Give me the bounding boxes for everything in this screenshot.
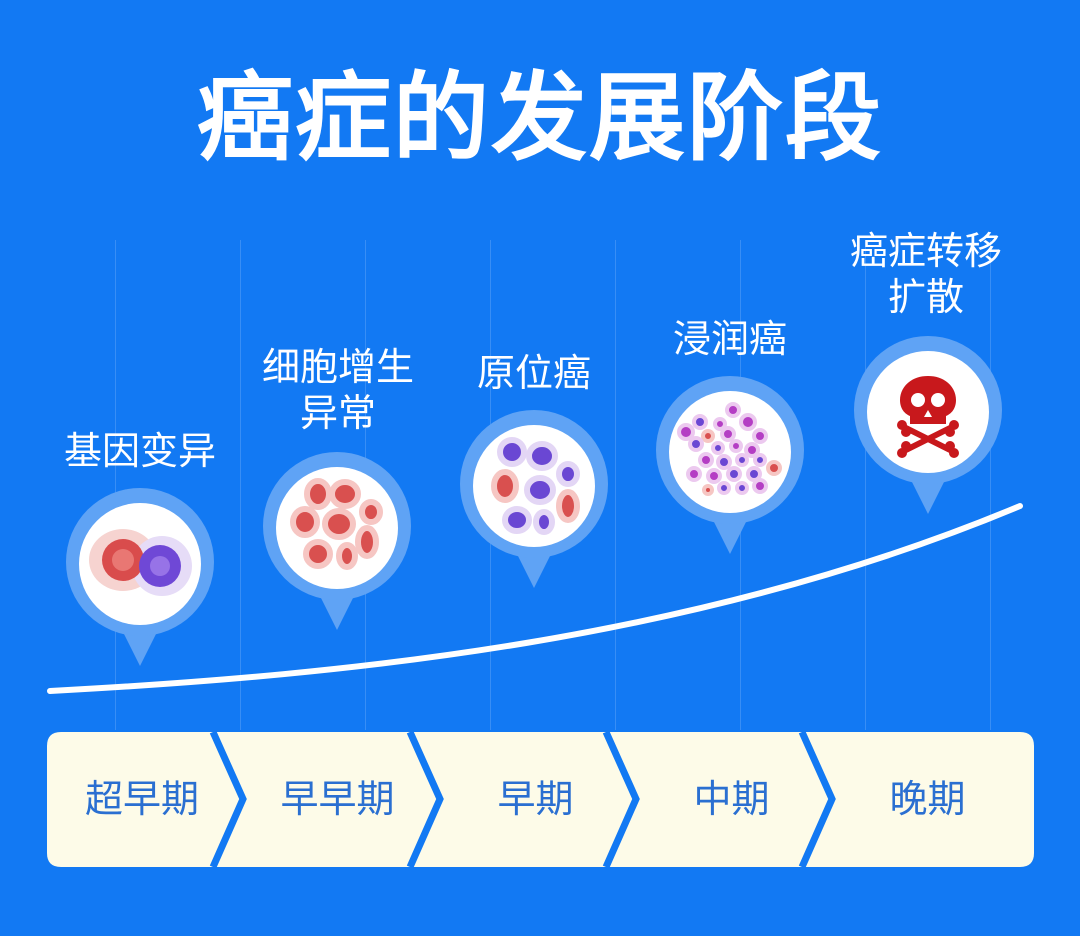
- guide-line: [115, 240, 116, 730]
- stage-late: 晚期: [889, 777, 966, 821]
- stage-middle: 中期: [693, 777, 770, 821]
- dividing-cells-icon: [89, 529, 192, 596]
- milestone-label-metastasis: 癌症转移 扩散: [849, 229, 1002, 319]
- hyperplasia-cells-icon: [290, 478, 383, 570]
- stage-bar: [47, 732, 1034, 867]
- milestone-bubble-in-situ: [460, 410, 608, 588]
- stage-early: 早期: [497, 777, 574, 821]
- milestone-bubble-metastasis: [854, 336, 1002, 514]
- invasive-cancer-cells-icon: [677, 402, 782, 496]
- milestone-bubble-gene-mutation: [66, 488, 214, 666]
- carcinoma-in-situ-cells-icon: [491, 437, 580, 535]
- milestone-label-in-situ: 原位癌: [476, 351, 591, 395]
- milestone-label-hyperplasia: 细胞增生 异常: [261, 345, 414, 435]
- milestone-label-invasive: 浸润癌: [672, 317, 787, 361]
- page-title: 癌症的发展阶段: [197, 62, 883, 174]
- guide-line: [240, 240, 241, 730]
- guide-line: [865, 240, 866, 730]
- guide-line: [615, 240, 616, 730]
- skull-crossbones-icon: [897, 376, 959, 458]
- milestone-bubble-invasive: [656, 376, 804, 554]
- stage-very-early: 早早期: [280, 777, 395, 821]
- stage-super-early: 超早期: [84, 777, 199, 821]
- milestone-bubble-hyperplasia: [263, 452, 411, 630]
- milestone-label-gene-mutation: 基因变异: [63, 429, 216, 473]
- guide-line: [990, 240, 991, 730]
